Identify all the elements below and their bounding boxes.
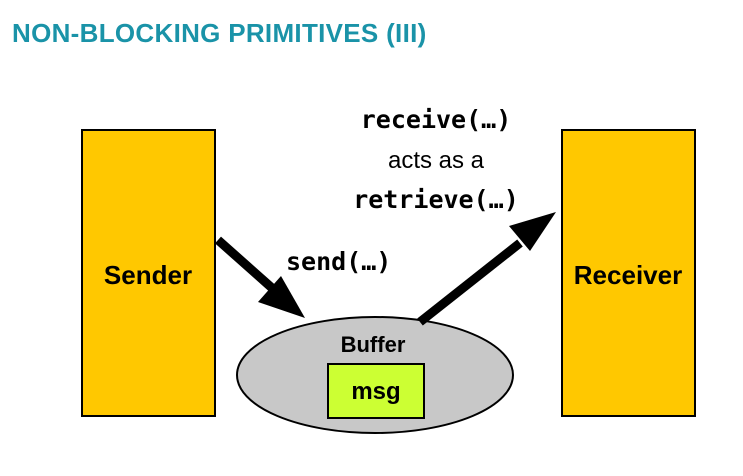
msg-box (327, 363, 425, 419)
send-arrow-shaft (215, 236, 275, 292)
retrieve-call-label: retrieve(…) (353, 185, 519, 214)
sender-label: Sender (104, 260, 192, 290)
receive-call-label: receive(…) (361, 105, 512, 134)
receiver-box (561, 129, 696, 417)
receiver-label: Receiver (574, 260, 682, 290)
buffer-label: Buffer (341, 332, 406, 357)
acts-as-label: acts as a (388, 147, 485, 174)
send-arrow-head (258, 276, 305, 318)
slide-title: NON-BLOCKING PRIMITIVES (III) (12, 18, 427, 48)
retrieve-arrow-shaft (417, 239, 523, 326)
msg-label: msg (351, 378, 400, 405)
send-call-label: send(…) (286, 247, 391, 276)
retrieve-arrow-head (509, 212, 556, 251)
sender-box (81, 129, 216, 417)
